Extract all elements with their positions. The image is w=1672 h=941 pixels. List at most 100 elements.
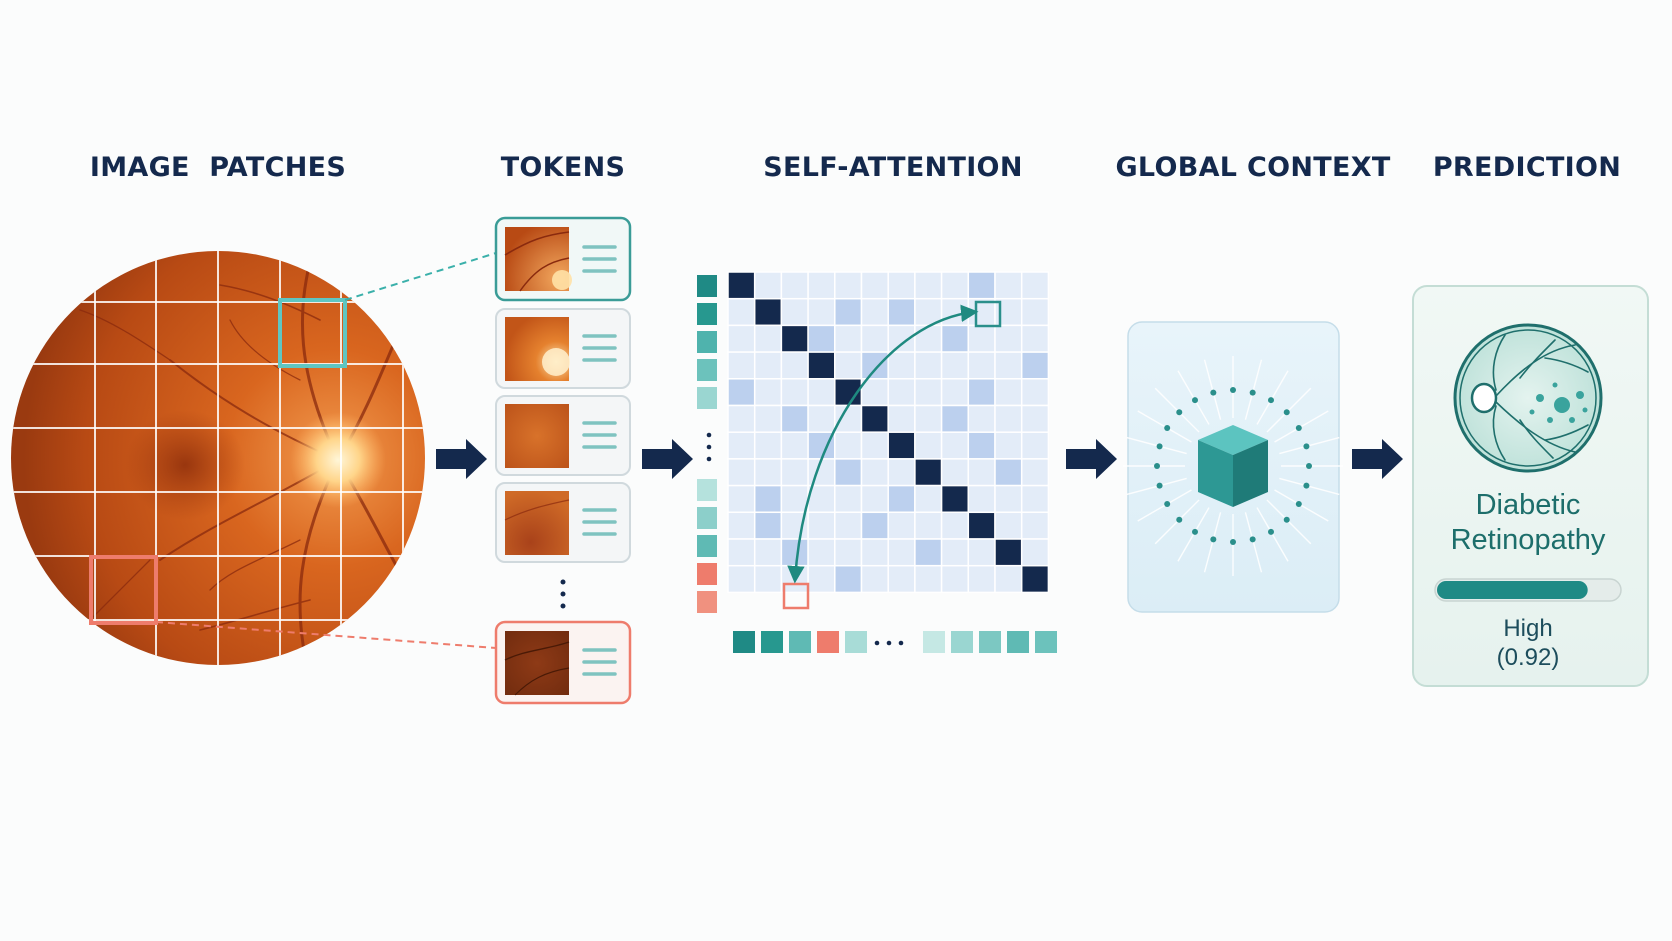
matrix-cell	[940, 324, 970, 353]
matrix-cell	[940, 297, 970, 327]
context-dot	[1192, 528, 1198, 535]
matrix-cell	[940, 378, 970, 407]
matrix-cell	[753, 324, 783, 353]
matrix-cell	[780, 484, 809, 514]
matrix-cell	[887, 378, 916, 407]
context-dot	[1303, 482, 1310, 489]
stage-title-tokens: TOKENS	[500, 152, 626, 183]
matrix-cell	[940, 538, 970, 567]
context-rays	[1123, 356, 1343, 576]
matrix-cell	[807, 324, 836, 353]
row-token	[697, 359, 717, 381]
matrix-cell	[887, 431, 916, 460]
highlight-patch-coral	[89, 555, 158, 625]
context-dot	[1295, 425, 1302, 431]
matrix-cell	[727, 297, 756, 327]
context-dot	[1210, 536, 1217, 543]
context-ray	[1256, 507, 1289, 562]
matrix-cell	[834, 271, 863, 300]
matrix-cell	[727, 458, 756, 487]
matrix-cell	[753, 484, 783, 514]
matrix-cell	[860, 351, 889, 380]
confidence-bar	[1434, 578, 1622, 602]
token-card	[494, 620, 632, 705]
matrix-cell	[887, 538, 916, 567]
matrix-cell	[887, 351, 916, 380]
attention-target-coral	[782, 582, 810, 610]
matrix-cell	[727, 538, 756, 567]
matrix-cell	[860, 297, 889, 327]
matrix-cell	[967, 378, 996, 407]
prediction-level-text: High	[1503, 615, 1553, 642]
ellipsis-dots	[706, 432, 904, 646]
matrix-cell	[727, 378, 756, 407]
token-card	[494, 216, 632, 302]
context-dot	[1192, 397, 1198, 404]
matrix-cell	[967, 458, 996, 487]
context-ray	[1177, 370, 1210, 425]
matrix-cell	[1020, 538, 1050, 567]
context-ray	[1274, 489, 1329, 522]
macula	[125, 410, 245, 520]
context-dot	[1154, 463, 1160, 469]
matrix-cell	[994, 324, 1023, 353]
matrix-cell	[727, 564, 756, 594]
matrix-cell	[780, 378, 809, 407]
matrix-cell	[834, 297, 863, 327]
matrix-cell	[1020, 297, 1050, 327]
matrix-cell	[940, 458, 970, 487]
matrix-cell	[753, 431, 783, 460]
matrix-cell	[834, 564, 863, 594]
matrix-cell	[860, 458, 889, 487]
matrix-cell	[807, 458, 836, 487]
context-dot	[1249, 536, 1256, 543]
stage-title-prediction: PREDICTION	[1432, 152, 1622, 183]
column-token-strip	[733, 631, 1057, 653]
prediction-label-line1: Diabetic	[1475, 489, 1581, 521]
matrix-cell	[753, 297, 783, 327]
matrix-cell	[860, 511, 889, 540]
matrix-cell	[967, 351, 996, 380]
matrix-cell	[994, 564, 1023, 594]
matrix-cell	[727, 431, 756, 460]
matrix-cell	[887, 564, 916, 594]
matrix-cell	[834, 351, 863, 380]
matrix-cell	[1020, 431, 1050, 460]
matrix-cell	[780, 404, 809, 433]
matrix-cell	[727, 511, 756, 540]
matrix-cell	[780, 324, 809, 353]
context-dot	[1303, 443, 1310, 450]
matrix-cell	[940, 564, 970, 594]
context-dot	[1176, 409, 1183, 416]
matrix-cell	[887, 271, 916, 300]
matrix-cell	[1020, 324, 1050, 353]
matrix-cell	[914, 564, 943, 594]
context-dot	[1164, 425, 1171, 431]
row-token	[697, 303, 717, 325]
matrix-cell	[860, 271, 889, 300]
matrix-cell	[727, 271, 756, 300]
highlight-patch-teal	[278, 298, 347, 368]
matrix-cell	[887, 324, 916, 353]
context-dot	[1295, 501, 1302, 507]
matrix-cell	[914, 271, 943, 300]
matrix-cell	[914, 484, 943, 514]
matrix-cell	[994, 511, 1023, 540]
connector-teal	[344, 252, 497, 301]
matrix-cell	[994, 271, 1023, 300]
matrix-cell	[887, 297, 916, 327]
matrix-cell	[994, 484, 1023, 514]
matrix-cell	[807, 564, 836, 594]
stage-title-attention: SELF-ATTENTION	[763, 152, 1023, 183]
right-arrow-icon	[436, 439, 487, 479]
matrix-cell	[860, 484, 889, 514]
context-ray	[1137, 489, 1192, 522]
matrix-cell	[994, 404, 1023, 433]
matrix-cell	[753, 351, 783, 380]
context-dot	[1230, 387, 1236, 393]
fundus-image	[11, 251, 425, 665]
matrix-cell	[940, 431, 970, 460]
matrix-cell	[994, 458, 1023, 487]
matrix-cell	[994, 538, 1023, 567]
column-token	[761, 631, 783, 653]
